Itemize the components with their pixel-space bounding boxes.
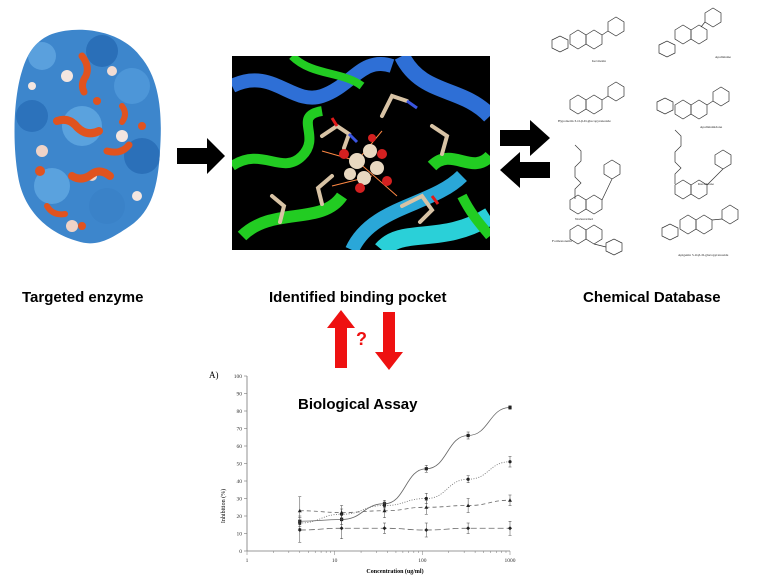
chemical-database-image: Isovitexin Apallaisine Hypolaetin 3-O-β-… (551, 7, 739, 257)
y-tick-label: 80 (237, 409, 243, 415)
data-point (466, 526, 471, 531)
data-point (508, 460, 512, 464)
molecule-label: Apigenin 5-O-β-D-glucopyranoside (678, 253, 729, 257)
x-tick-label: 100 (418, 558, 427, 564)
y-tick-label: 50 (237, 462, 243, 468)
data-point (382, 508, 387, 513)
chart-panel-label: A) (209, 370, 219, 380)
data-point (508, 526, 512, 531)
molecule-label: Hypolaetin 3-O-β-D-glucopyranoside (558, 119, 611, 123)
exchange-arrows-icon (500, 120, 550, 188)
data-point (339, 510, 344, 514)
data-point (466, 503, 471, 507)
y-tick-label: 60 (237, 444, 243, 450)
y-tick-label: 100 (234, 374, 243, 380)
caption-binding-pocket: Identified binding pocket (269, 289, 447, 306)
data-point (466, 477, 470, 481)
series-line (299, 461, 511, 524)
x-axis-label: Concentration (ug/ml) (366, 568, 423, 575)
y-tick-label: 40 (237, 479, 243, 485)
enzyme-surface-image (14, 29, 161, 244)
molecule-structure (661, 204, 739, 241)
data-point (508, 498, 512, 502)
question-mark: ? (356, 329, 367, 349)
x-tick-label: 10 (332, 558, 338, 564)
data-point (297, 528, 302, 532)
data-point (508, 405, 512, 410)
caption-chemical-database: Chemical Database (583, 289, 721, 306)
data-point (424, 528, 429, 532)
molecule-label: Apallaisinidone (700, 125, 723, 129)
molecule-label: Kurarinone (698, 182, 714, 186)
y-axis-label: Inhibition (%) (220, 489, 227, 523)
data-point (424, 467, 428, 471)
molecule-label: Apallaisine (715, 55, 731, 59)
molecule-structure (569, 224, 623, 256)
x-tick-label: 1000 (505, 558, 516, 564)
molecule-label: Formononetin (552, 239, 572, 243)
y-tick-label: 30 (237, 497, 243, 503)
caption-targeted-enzyme: Targeted enzyme (22, 289, 144, 306)
x-tick-label: 1 (246, 558, 249, 564)
molecule-structure (569, 144, 621, 215)
molecule-structure (658, 7, 722, 58)
y-tick-label: 20 (237, 514, 243, 520)
series-line (299, 407, 511, 522)
molecule-structure (674, 129, 732, 200)
series-line (299, 527, 510, 531)
data-point (424, 505, 429, 509)
molecule-label: Isovitexin (592, 59, 606, 63)
molecule-label: Norkurarinol (575, 217, 593, 221)
molecule-structure (656, 86, 730, 120)
y-tick-label: 0 (239, 549, 242, 555)
molecule-structure (551, 16, 625, 53)
bidirectional-red-arrows-icon (327, 310, 403, 370)
y-tick-label: 90 (237, 392, 243, 398)
data-point (382, 526, 387, 531)
y-tick-label: 10 (237, 532, 243, 538)
data-point (424, 496, 428, 501)
arrow-right-icon (177, 138, 225, 174)
molecule-structure (569, 81, 625, 115)
data-point (466, 433, 470, 438)
data-point (339, 526, 344, 531)
caption-biological-assay: Biological Assay (298, 396, 418, 413)
data-point (297, 508, 302, 513)
series-line (299, 499, 511, 513)
binding-pocket-image (232, 56, 490, 250)
y-tick-label: 70 (237, 427, 243, 433)
